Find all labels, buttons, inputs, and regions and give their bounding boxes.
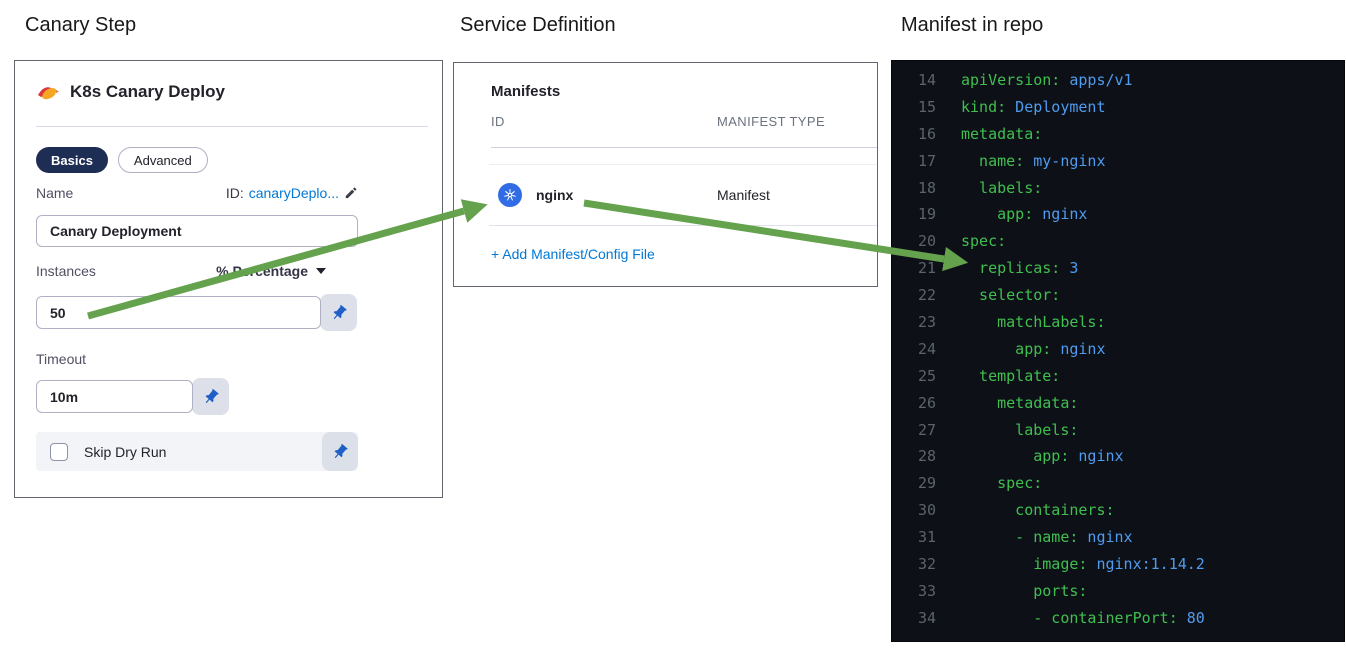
edit-pencil-icon[interactable] (344, 186, 358, 200)
name-input[interactable] (36, 215, 358, 247)
code-line: 26 metadata: (917, 393, 1079, 412)
code-line: 31 - name: nginx (917, 528, 1133, 547)
code-line: 30 containers: (917, 501, 1115, 520)
pin-icon (334, 443, 348, 458)
instances-pin-button[interactable] (320, 294, 357, 331)
pin-icon (205, 388, 219, 403)
manifest-row-nginx[interactable]: nginx Manifest (489, 164, 877, 226)
step-id-link[interactable]: canaryDeplo... (248, 185, 339, 201)
instances-unit-value: % Percentage (216, 263, 308, 279)
code-line: 24 app: nginx (917, 339, 1106, 358)
name-label: Name (36, 185, 74, 201)
skip-dry-run-row: Skip Dry Run (36, 432, 358, 471)
timeout-label: Timeout (36, 351, 87, 367)
canary-step-title: Canary Step (25, 14, 137, 36)
pin-icon (333, 304, 347, 319)
code-line: 22 selector: (917, 286, 1061, 305)
tab-advanced[interactable]: Advanced (117, 147, 208, 173)
instances-unit-select[interactable]: % Percentage (216, 263, 326, 279)
code-line: 33 ports: (917, 581, 1088, 600)
code-line: 19 app: nginx (917, 205, 1088, 224)
manifest-in-repo-title: Manifest in repo (901, 14, 1044, 36)
manifest-type: Manifest (717, 187, 770, 203)
manifest-id: nginx (536, 187, 574, 203)
id-prefix: ID: (225, 185, 244, 201)
tab-group: Basics Advanced (36, 147, 208, 173)
step-heading: K8s Canary Deploy (70, 82, 225, 101)
code-line: 28 app: nginx (917, 447, 1124, 466)
skip-dry-run-pin-button[interactable] (322, 432, 358, 471)
skip-dry-run-label: Skip Dry Run (84, 443, 167, 460)
code-line: 29 spec: (917, 474, 1043, 493)
column-manifest-type: MANIFEST TYPE (717, 114, 826, 129)
instances-label: Instances (36, 263, 96, 279)
add-manifest-link[interactable]: + Add Manifest/Config File (491, 246, 655, 262)
tab-basics[interactable]: Basics (36, 147, 108, 173)
header-divider (36, 126, 428, 127)
column-id: ID (491, 114, 505, 129)
timeout-pin-button[interactable] (192, 378, 229, 415)
code-line: 32 image: nginx:1.14.2 (917, 555, 1205, 574)
code-line: 27 labels: (917, 420, 1079, 439)
code-line: 34 - containerPort: 80 (917, 608, 1205, 627)
step-header: K8s Canary Deploy (36, 81, 225, 103)
kubernetes-icon (498, 183, 522, 207)
chevron-down-icon (316, 268, 326, 274)
code-line: 25 template: (917, 366, 1061, 385)
table-header-divider (491, 147, 877, 148)
service-definition-panel: Manifests ID MANIFEST TYPE nginx Manifes… (453, 62, 878, 287)
code-line: 21 replicas: 3 (917, 259, 1079, 278)
code-line: 23 matchLabels: (917, 313, 1106, 332)
code-line: 17 name: my-nginx (917, 151, 1106, 170)
instances-input[interactable] (36, 296, 321, 329)
manifests-heading: Manifests (491, 83, 561, 100)
service-definition-title: Service Definition (460, 14, 616, 36)
canary-icon (38, 87, 59, 100)
table-header: ID MANIFEST TYPE (491, 114, 877, 129)
skip-dry-run-checkbox[interactable] (50, 442, 68, 461)
code-line: 18 labels: (917, 178, 1043, 197)
canary-step-panel: K8s Canary Deploy Basics Advanced Name I… (14, 60, 443, 498)
timeout-input[interactable] (36, 380, 193, 413)
